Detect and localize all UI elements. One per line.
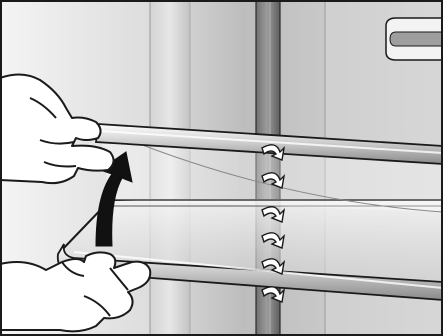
door-bin-handle: [386, 18, 443, 60]
